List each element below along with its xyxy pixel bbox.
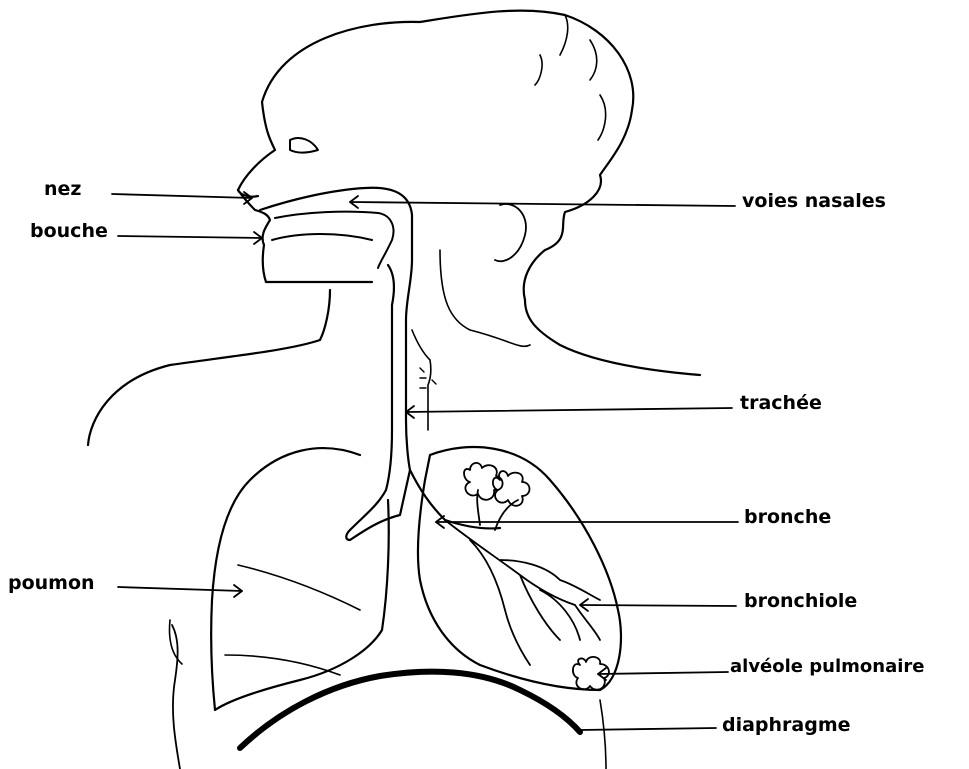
ear-shape (495, 204, 526, 261)
label-alveole-pulmonaire: alvéole pulmonaire (730, 658, 924, 676)
label-bouche: bouche (30, 222, 108, 241)
label-voies-nasales: voies nasales (742, 192, 886, 211)
pointer-lines (112, 194, 738, 730)
pointer-poumon (118, 587, 242, 591)
label-bronche: bronche (744, 508, 831, 527)
label-trachee: trachée (740, 394, 822, 413)
neck-left (88, 290, 330, 445)
pointer-diaphragme (580, 728, 716, 730)
neck-right (440, 250, 530, 346)
alveoli-cluster-top (464, 463, 503, 500)
label-diaphragme: diaphragme (722, 716, 851, 735)
pointer-alveole (598, 672, 728, 674)
pointer-bouche (118, 236, 262, 238)
label-nez: nez (44, 180, 81, 199)
pointer-bronchiole (580, 605, 736, 606)
lung-right (418, 447, 621, 690)
label-poumon: poumon (8, 574, 95, 593)
lung-left-lobe-lines (225, 565, 360, 675)
pointer-nez (112, 194, 252, 198)
body-side-left-2 (170, 620, 183, 664)
hair-strands (535, 15, 606, 140)
pointer-trachee (406, 408, 732, 412)
trachea-left (386, 265, 394, 490)
trachea-right (412, 330, 431, 430)
head-outline (238, 11, 700, 375)
mouth-passage (272, 212, 393, 268)
body-side-left (172, 625, 180, 769)
body-side-right (600, 700, 606, 769)
eye-shape (290, 138, 318, 153)
arrow-heads (234, 192, 606, 680)
bronchi-left (346, 470, 410, 540)
lung-left (211, 448, 389, 710)
alveoli-cluster-mid (493, 471, 530, 506)
nasal-passage (260, 188, 412, 470)
label-bronchiole: bronchiole (744, 592, 857, 611)
